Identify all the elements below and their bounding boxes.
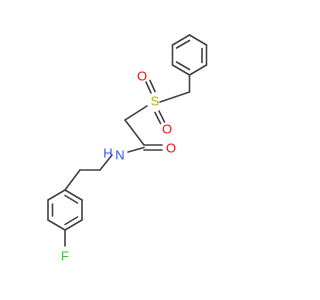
bond-s-o-right-a: [158, 110, 166, 123]
bond: [171, 34, 191, 46]
fluorophenyl-ring: [47, 189, 83, 231]
bond: [171, 64, 191, 76]
bond-n-ch2: [99, 154, 113, 171]
sulfonyl-oxygen-left-label: O: [137, 69, 147, 84]
molecule-diagram: S O O O N H F: [47, 34, 208, 264]
bond-carbonyl-n: [127, 146, 145, 153]
bond: [47, 219, 66, 231]
structure-svg: S O O O N H F: [47, 34, 208, 264]
bond: [188, 64, 208, 76]
aromatic-inner-bond: [64, 194, 79, 204]
amide-hydrogen-label: H: [103, 146, 112, 161]
bond-s-o-left-a: [145, 81, 152, 94]
bond: [188, 34, 208, 46]
bond: [47, 189, 66, 201]
sulfur-atom-label: S: [151, 94, 160, 109]
fluorine-atom-label: F: [61, 249, 69, 264]
aromatic-inner-bond: [175, 39, 191, 49]
benzyl-phenyl-ring: [171, 34, 208, 76]
bond: [64, 219, 83, 231]
sulfonyl-oxygen-right-label: O: [162, 122, 172, 137]
amide-nitrogen-label: N: [115, 148, 124, 163]
amide-oxygen-label: O: [166, 141, 176, 156]
bond-s-ch2: [124, 105, 148, 121]
aromatic-inner-bond: [175, 61, 191, 71]
bond-s-o-right-b: [154, 111, 162, 125]
bond-s-o-left-b: [149, 79, 156, 93]
bond-ch2-s: [159, 91, 191, 103]
aromatic-inner-bond: [64, 216, 79, 226]
bond-ch2-ring: [64, 169, 81, 191]
bond: [64, 189, 83, 201]
bond-ch2-carbonyl: [124, 119, 145, 146]
